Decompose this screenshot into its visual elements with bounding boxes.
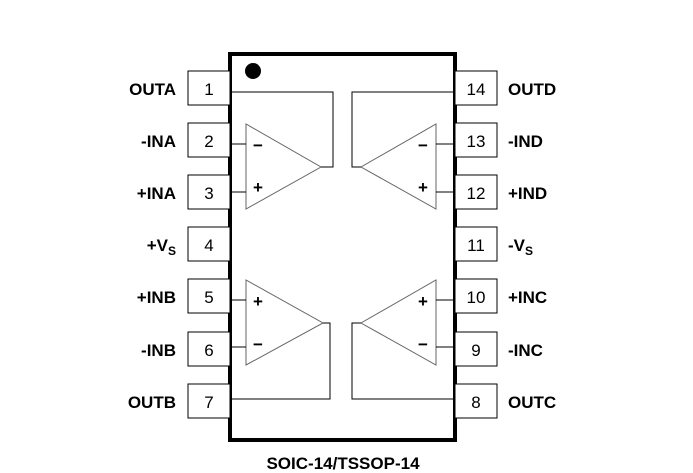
pin-box (187, 278, 231, 314)
pin-number: 13 (467, 132, 486, 151)
pin-number: 9 (471, 341, 480, 360)
pin-box (454, 278, 498, 314)
pin-label: -VS (508, 236, 533, 258)
pin-14: 14 OUTD (454, 70, 556, 106)
pin-1-dot-icon (245, 63, 261, 79)
pin-number: 2 (204, 132, 213, 151)
pin-box (187, 226, 231, 262)
pin-9: 9 -INC (454, 331, 543, 367)
pin-7: 7 OUTB (128, 383, 231, 419)
pin-1: 1 OUTA (129, 70, 231, 106)
pin-number: 3 (204, 184, 213, 203)
pin-label: OUTC (508, 393, 556, 412)
pin-label: +IND (508, 184, 547, 203)
amp-b-top-sign: + (253, 292, 263, 311)
pin-number: 6 (204, 341, 213, 360)
pin-label: OUTD (508, 80, 556, 99)
amp-b-bottom-sign: − (253, 335, 263, 354)
pin-box (454, 174, 498, 210)
pin-number: 5 (204, 288, 213, 307)
pin-13: 13 -IND (454, 122, 543, 158)
pin-number: 10 (467, 288, 486, 307)
pin-4: 4 +VS (147, 226, 231, 262)
pin-box (454, 70, 498, 106)
pin-12: 12 +IND (454, 174, 547, 210)
pin-label: OUTA (129, 80, 176, 99)
pin-label: +INA (137, 184, 176, 203)
pin-label: -INC (508, 341, 543, 360)
amp-a-bottom-sign: + (253, 178, 263, 197)
package-caption: SOIC-14/TSSOP-14 (266, 454, 420, 473)
chip-body (228, 52, 457, 442)
pin-number: 4 (204, 236, 213, 255)
op-amp-b (230, 279, 331, 400)
amp-c-bottom-sign: − (418, 335, 428, 354)
pin-box (187, 383, 231, 419)
pin-box (454, 122, 498, 158)
amp-a-top-sign: − (253, 136, 263, 155)
pin-number: 8 (471, 393, 480, 412)
pin-10: 10 +INC (454, 278, 547, 314)
pin-box (187, 174, 231, 210)
pin-box (187, 122, 231, 158)
pin-5: 5 +INB (137, 278, 231, 314)
pin-box (454, 331, 498, 367)
pin-number: 1 (204, 80, 213, 99)
pin-box (454, 383, 498, 419)
pin-2: 2 -INA (141, 122, 231, 158)
amp-d-bottom-sign: + (418, 178, 428, 197)
pin-box (187, 70, 231, 106)
pin-8: 8 OUTC (454, 383, 556, 419)
pin-box (187, 331, 231, 367)
pin-label: -INB (141, 341, 176, 360)
pin-label: -INA (141, 132, 176, 151)
pin-label: +INB (137, 288, 176, 307)
op-amp-d (351, 91, 455, 210)
op-amp-c (351, 279, 455, 400)
pin-label: +VS (147, 236, 176, 258)
amp-c-top-sign: + (418, 292, 428, 311)
pin-number: 7 (204, 393, 213, 412)
pin-number: 12 (467, 184, 486, 203)
pin-number: 11 (467, 236, 485, 255)
op-amp-a (230, 91, 334, 210)
pin-6: 6 -INB (141, 331, 231, 367)
pin-label: -IND (508, 132, 543, 151)
pin-3: 3 +INA (137, 174, 231, 210)
amp-d-top-sign: − (418, 136, 428, 155)
pin-number: 14 (467, 80, 486, 99)
pin-label: +INC (508, 288, 547, 307)
pin-box (454, 226, 498, 262)
pin-11: 11 -VS (454, 226, 533, 262)
pin-label: OUTB (128, 393, 176, 412)
